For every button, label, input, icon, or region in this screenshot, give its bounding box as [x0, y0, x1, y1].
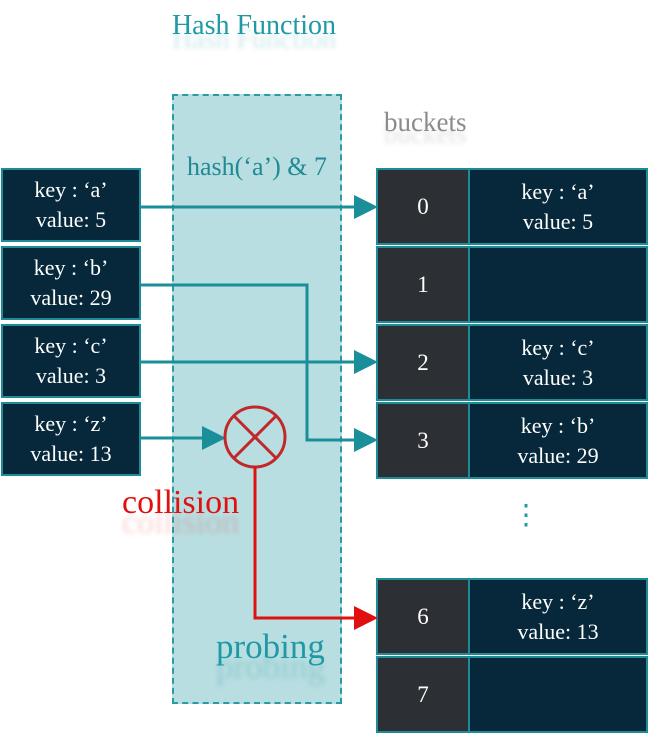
input-entry-a: key : ‘a’ value: 5 [1, 168, 141, 242]
bucket-key: key : ‘b’ [520, 412, 596, 438]
bucket-entry-3: key : ‘b’ value: 29 [468, 402, 648, 479]
input-entry-z: key : ‘z’ value: 13 [1, 402, 141, 476]
input-value: value: 3 [35, 363, 107, 388]
bucket-value: value: 29 [517, 442, 599, 468]
bucket-value: value: 5 [522, 208, 594, 234]
bucket-entry-0: key : ‘a’ value: 5 [468, 168, 648, 245]
bucket-key: key : ‘a’ [521, 178, 595, 204]
collision-icon [223, 405, 287, 469]
bucket-entry-2: key : ‘c’ value: 3 [468, 324, 648, 401]
input-entry-b: key : ‘b’ value: 29 [1, 246, 141, 320]
hash-expression: hash(‘a’) & 7 [186, 152, 328, 181]
input-value: value: 29 [30, 285, 112, 310]
input-key: key : ‘a’ [34, 177, 108, 202]
input-key: key : ‘z’ [34, 411, 108, 436]
bucket-index-3: 3 [376, 402, 470, 479]
input-value: value: 5 [35, 207, 107, 232]
probing-label: probing [216, 627, 325, 666]
input-value: value: 13 [30, 441, 112, 466]
bucket-key: key : ‘z’ [521, 588, 595, 614]
buckets-label: buckets [384, 107, 467, 137]
bucket-entry-7 [468, 656, 648, 733]
collision-label: collision [122, 484, 240, 521]
bucket-entry-1 [468, 246, 648, 323]
bucket-value: value: 13 [517, 618, 599, 644]
hash-function-title: Hash Function [171, 10, 337, 41]
bucket-entry-6: key : ‘z’ value: 13 [468, 578, 648, 655]
bucket-index-7: 7 [376, 656, 470, 733]
bucket-index-2: 2 [376, 324, 470, 401]
hash-function-band [172, 94, 342, 704]
input-key: key : ‘b’ [33, 255, 109, 280]
arrow-probing-to-bucket-6 [253, 467, 378, 630]
input-key: key : ‘c’ [34, 333, 108, 358]
bucket-key: key : ‘c’ [521, 334, 595, 360]
bucket-value: value: 3 [522, 364, 594, 390]
input-entry-c: key : ‘c’ value: 3 [1, 324, 141, 398]
